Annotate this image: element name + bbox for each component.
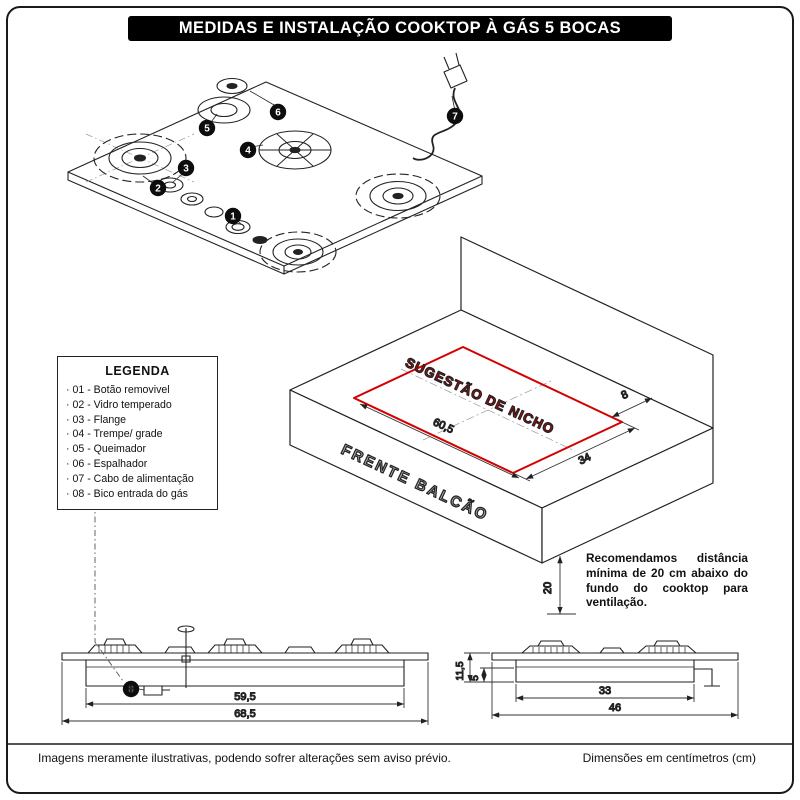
burner-front-center (259, 231, 337, 273)
legend-item-05: · 05 - Queimador (66, 443, 147, 456)
callout-5: 5 (198, 119, 216, 137)
svg-text:3: 3 (183, 164, 189, 175)
svg-text:1: 1 (230, 212, 236, 223)
niche-dimension-lines (359, 397, 653, 615)
legend-item-06: · 06 - Espalhador (66, 457, 148, 470)
front-body-profile (85, 659, 405, 687)
svg-text:7: 7 (452, 112, 458, 123)
callout-3: 3 (177, 159, 195, 177)
side-height-dim: 11,5 (455, 661, 466, 681)
side-body-profile (515, 659, 695, 683)
side-glass-profile (491, 652, 739, 661)
side-inner-depth-dim: 33 (599, 685, 611, 697)
power-cable (412, 87, 461, 161)
legend-title: LEGENDA (105, 364, 170, 378)
side-gas-pipe (694, 668, 720, 687)
side-total-depth-dim: 46 (609, 702, 621, 714)
legend-item-03: · 03 - Flange (66, 413, 127, 426)
front-glass-profile (61, 652, 429, 661)
gas-valve-stem (177, 625, 195, 688)
plug-icon (443, 64, 468, 89)
clearance-below-dim: 20 (542, 582, 554, 594)
ventilation-note: Recomendamos distância mínima de 20 cm a… (586, 551, 748, 610)
callout-2: 2 (149, 179, 167, 197)
legend-leader-line (94, 503, 124, 682)
legend-item-07: · 07 - Cabo de alimentação (66, 472, 194, 485)
footer-disclaimer: Imagens meramente ilustrativas, podendo … (38, 751, 451, 765)
niche-edge-dim: 8 (619, 389, 630, 402)
exploded-parts-row (156, 177, 268, 244)
burner-right (355, 173, 441, 219)
page-title: MEDIDAS E INSTALAÇÃO COOKTOP À GÁS 5 BOC… (128, 16, 672, 41)
power-cable-plug (412, 52, 468, 161)
legend-item-04: · 04 - Trempe/ grade (66, 428, 163, 441)
burner-center-grate (258, 130, 332, 170)
legend-box: LEGENDA · 01 - Botão removivel · 02 - Vi… (57, 356, 218, 511)
gas-inlet-fitting (143, 685, 170, 696)
counter-niche-view: SUGESTÃO DE NICHO 60,5 34 8 20 FRENTE BA… (289, 236, 714, 615)
front-dimension-lines (61, 662, 429, 725)
front-inner-width-dim: 59,5 (234, 691, 255, 703)
burner-front-left (85, 133, 195, 183)
glass-panel-edge (67, 172, 483, 275)
exploded-cooktop-view (67, 52, 483, 275)
callout-6: 6 (269, 103, 287, 121)
callout-markers: 1 2 3 4 5 6 7 (149, 103, 464, 225)
callout-7: 7 (446, 107, 464, 125)
callout-leader-lines (142, 90, 456, 225)
svg-text:8: 8 (128, 685, 134, 696)
svg-text:4: 4 (245, 146, 251, 157)
callout-8: 8 (122, 680, 140, 698)
legend-item-02: · 02 - Vidro temperado (66, 398, 172, 411)
svg-text:5: 5 (204, 124, 210, 135)
callout-8-leader (138, 688, 145, 691)
side-lip-dim: 5 (470, 675, 481, 681)
niche-depth-dim: 34 (577, 451, 593, 467)
svg-text:2: 2 (155, 184, 161, 195)
svg-text:6: 6 (275, 108, 281, 119)
footer-units: Dimensões em centímetros (cm) (582, 751, 756, 765)
callout-1: 1 (224, 207, 242, 225)
side-dimension-lines (464, 652, 739, 719)
counter-right-face (541, 427, 714, 564)
legend-item-08: · 08 - Bico entrada do gás (66, 487, 188, 500)
front-total-width-dim: 68,5 (234, 708, 255, 720)
side-elevation-view: 11,5 5 33 46 (454, 640, 739, 719)
callout-4: 4 (239, 141, 257, 159)
legend-item-01: · 01 - Botão removivel (66, 384, 170, 396)
burner-back-exploded (197, 77, 251, 124)
front-elevation-view: 59,5 68,5 8 (61, 625, 429, 725)
